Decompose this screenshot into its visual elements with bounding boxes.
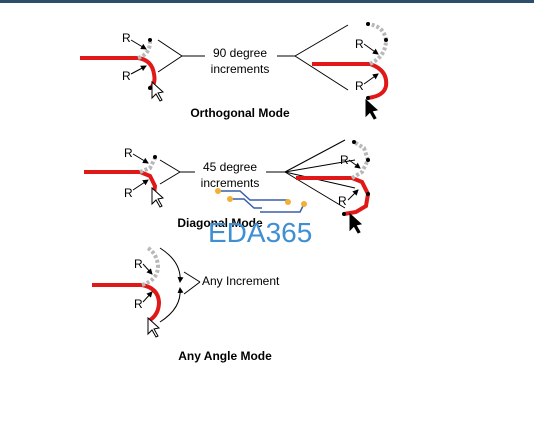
connector-line (159, 159, 181, 173)
radius-arrow (363, 43, 379, 55)
track-arc (367, 62, 389, 100)
orthogonal-mode-group: R R 90 degree increments R R Or (80, 22, 389, 120)
connector-line (284, 159, 356, 173)
vertex-dot (148, 38, 152, 42)
any-angle-mode-title: Any Angle Mode (178, 349, 272, 363)
radius-arrow (130, 65, 147, 75)
radius-label-bottom: R (122, 69, 131, 83)
vertex-dot (148, 86, 152, 90)
connector-line (183, 271, 201, 283)
vertex-dot (366, 96, 370, 100)
connector-line (157, 39, 183, 57)
rotation-arrow-top (159, 247, 184, 283)
pad-trace (218, 190, 288, 201)
diagonal-large-figure: R R (296, 140, 371, 234)
cursor-arrow-icon (365, 98, 379, 120)
connector-line (159, 171, 181, 185)
radius-arrow (142, 291, 153, 303)
vertex-dot (342, 212, 346, 216)
increment-label-line2: increments (201, 176, 260, 190)
radius-arrow (130, 39, 147, 50)
radius-arrow (132, 153, 149, 164)
orthogonal-large-figure: R R (312, 22, 389, 120)
vertex-dot (366, 192, 370, 196)
radius-label-top: R (124, 146, 133, 160)
diagonal-small-figure: R R (84, 146, 165, 208)
ghost-arc (139, 157, 157, 174)
radius-arrow (132, 179, 149, 191)
cursor-arrow-icon (147, 316, 161, 338)
rotation-arrow-bottom (159, 287, 184, 323)
connector-line (284, 139, 346, 173)
radius-label-top: R (355, 37, 364, 51)
vertex-dot (366, 158, 370, 162)
increment-label-line1: 45 degree (203, 160, 257, 174)
radius-label-bottom: R (124, 186, 133, 200)
any-angle-mode-group: R R Any Increment Any Angle Mode (92, 246, 280, 363)
ghost-arc (367, 22, 389, 66)
connector-line (157, 55, 183, 73)
radius-label-top: R (134, 257, 143, 271)
ghost-arc (137, 41, 152, 60)
pad-trace (260, 203, 305, 213)
radius-label-top: R (340, 153, 349, 167)
vertex-dot (384, 38, 388, 42)
radius-arrow (142, 263, 153, 275)
radius-label-bottom: R (134, 297, 143, 311)
increment-label-line2: increments (211, 62, 270, 76)
pad-icon (285, 199, 291, 205)
pad-trace-logo (215, 188, 307, 213)
radius-arrow (347, 189, 359, 201)
vertex-dot (153, 155, 157, 159)
ghost-arc (141, 246, 161, 287)
pad-icon (301, 201, 307, 207)
diagonal-mode-group: R R 45 degree increments R R (84, 139, 371, 248)
pad-trace (230, 198, 262, 209)
radius-arrow (348, 159, 361, 169)
track-arc (343, 176, 371, 216)
header-bar (0, 0, 534, 3)
connector-line (183, 281, 201, 295)
vertex-dot (366, 22, 370, 26)
cursor-arrow-icon (151, 80, 165, 102)
radius-arrow (363, 73, 379, 85)
connector-line (294, 55, 349, 91)
diagonal-mode-title: Diagonal Mode (177, 216, 263, 230)
watermark-text: EDA365 (208, 217, 312, 248)
radius-label-top: R (122, 31, 131, 45)
radius-label-bottom: R (338, 194, 347, 208)
orthogonal-small-figure: R R (80, 31, 165, 102)
radius-label-bottom: R (355, 79, 364, 93)
cursor-arrow-icon (151, 186, 165, 208)
orthogonal-mode-title: Orthogonal Mode (190, 106, 290, 120)
connector-line (294, 24, 349, 57)
pad-icon (215, 188, 221, 194)
cursor-arrow-icon (349, 212, 363, 234)
pad-icon (227, 196, 233, 202)
increment-label-line1: 90 degree (213, 46, 267, 60)
connector-line (284, 171, 346, 209)
any-increment-label: Any Increment (202, 274, 280, 288)
track-arc (141, 283, 162, 322)
any-angle-figure: R R (92, 246, 184, 338)
vertex-dot (352, 140, 356, 144)
